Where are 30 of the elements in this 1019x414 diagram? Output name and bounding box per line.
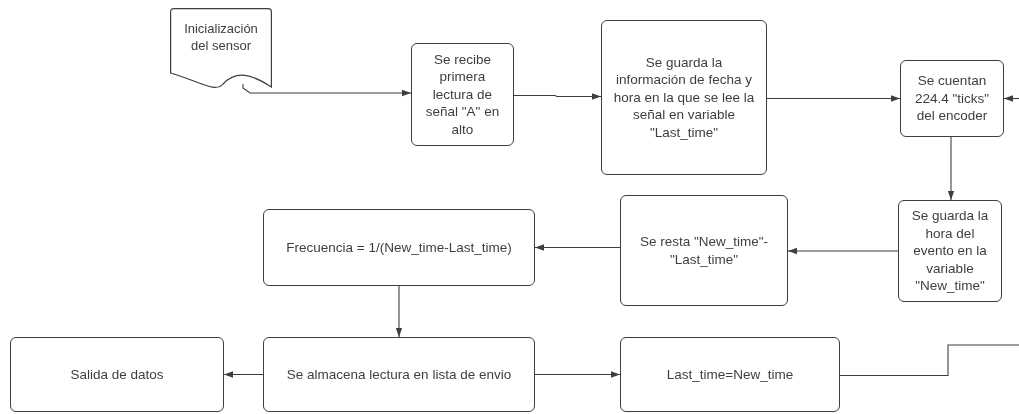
process-box [898, 200, 1002, 302]
box-text: Se resta "New_time"-"Last_time" [638, 232, 770, 269]
arrow [1003, 95, 1019, 102]
arrow [223, 371, 264, 378]
process-box [411, 43, 514, 146]
process-box [10, 337, 224, 412]
arrow [766, 95, 901, 102]
box-text: Se almacena lectura en lista de envio [285, 365, 513, 384]
box-text: Se guarda la información de fecha y hora en la que se lee la señal en variable "Last_time" [612, 53, 756, 142]
process-box [900, 60, 1004, 137]
arrow [513, 93, 602, 100]
arrow [947, 136, 955, 201]
box-text: Se guarda la hora del evento en la variable "New_time" [910, 207, 990, 296]
box-text: Salida de datos [69, 365, 165, 384]
document-shape [170, 8, 272, 90]
arrow [534, 371, 621, 378]
process-box [263, 337, 535, 412]
arrow [242, 83, 412, 97]
box-text: Last_time=New_time [665, 365, 795, 384]
arrow [534, 244, 621, 251]
arrow [787, 247, 899, 255]
process-box [620, 337, 840, 412]
arrow [395, 285, 403, 338]
box-text: Se cuentan 224.4 "ticks" del encoder [913, 72, 991, 126]
box-text: Inicialización del sensor [183, 20, 259, 55]
process-box [263, 209, 535, 286]
box-text: Frecuencia = 1/(New_time-Last_time) [285, 238, 513, 257]
process-box [601, 20, 767, 175]
box-text: Se recibe primera lectura de señal "A" en alto [424, 50, 501, 139]
process-box [620, 195, 788, 306]
